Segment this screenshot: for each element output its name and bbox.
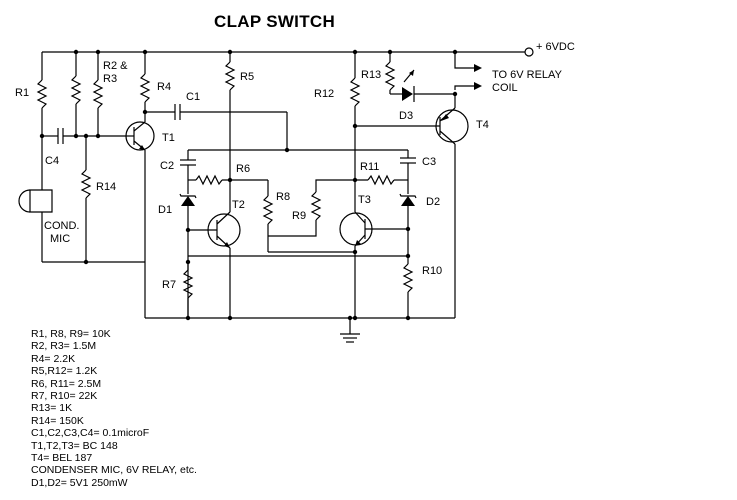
diagram-title: CLAP SWITCH [214,12,335,31]
capacitor-c1 [145,104,288,150]
label-r12: R12 [314,88,334,100]
transistor-t1 [125,121,155,151]
resistor-r14 [80,136,92,262]
zener-diode-d2 [399,180,417,250]
parts-line: R2, R3= 1.5M [31,340,97,353]
capacitor-c2 [180,150,196,180]
resistor-r5 [224,52,236,212]
supply-rail [42,47,534,57]
resistor-r13 [384,52,402,95]
mic-label-line1: COND. [44,220,79,232]
supply-label: + 6VDC [536,41,575,53]
mic-label-line2: MIC [50,233,70,245]
relay-output-wires [454,52,482,90]
parts-line: R6, R11= 2.5M [31,377,102,390]
parts-line: T4= BEL 187 [31,452,93,465]
label-t1: T1 [162,132,175,144]
ground-rail [145,317,455,343]
parts-line: R4= 2.2K [31,352,76,365]
label-c1: C1 [186,91,200,103]
resistor-r8 [262,180,355,253]
label-r4: R4 [157,81,171,93]
parts-line: R13= 1K [31,402,73,415]
label-c4: C4 [45,155,59,167]
relay-label-line2: COIL [492,82,518,94]
label-r9: R9 [292,210,306,222]
label-r13: R13 [361,69,381,81]
label-c2: C2 [160,160,174,172]
condenser-mic [18,136,53,262]
parts-line: D1,D2= 5V1 250mW [31,476,128,489]
parts-line: R7, R10= 22K [31,390,98,403]
parts-line: R14= 150K [31,414,84,427]
parts-line: CONDENSER MIC, 6V RELAY, etc. [31,464,197,477]
label-r14: R14 [96,181,116,193]
capacitor-c3 [400,150,416,180]
label-t3: T3 [358,194,371,206]
label-d2: D2 [426,196,440,208]
label-r6: R6 [236,163,250,175]
resistor-r1 [36,52,48,136]
resistor-r11 [350,174,408,186]
resistor-r3 [92,52,104,136]
transistor-t3 [339,211,408,318]
label-t2: T2 [232,199,245,211]
resistor-r10 [402,250,414,318]
label-r11: R11 [360,161,379,173]
resistor-r12 [349,52,361,212]
capacitor-c4 [54,128,126,144]
parts-line: R1, R8, R9= 10K [31,328,111,340]
label-r2-r3-line1: R2 & [103,60,128,72]
label-r5: R5 [240,71,254,83]
resistor-r2 [70,52,82,136]
relay-label-line1: TO 6V RELAY [492,69,563,81]
parts-line: T1,T2,T3= BC 148 [31,439,118,452]
label-t4: T4 [476,119,489,131]
label-r10: R10 [422,265,442,277]
label-d3: D3 [399,110,413,122]
led-d3 [402,69,455,102]
resistor-r9 [268,179,350,237]
transistor-t2 [188,211,241,318]
label-d1: D1 [158,204,172,216]
parts-list: R1, R8, R9= 10K R2, R3= 1.5M R4= 2.2K R5… [31,328,197,489]
label-r1: R1 [15,87,29,99]
label-c3: C3 [422,156,436,168]
parts-line: R5,R12= 1.2K [31,365,98,378]
label-r7: R7 [162,279,176,291]
transistor-t4 [435,94,469,318]
label-r2-r3-line2: R3 [103,73,117,85]
label-r8: R8 [276,191,290,203]
parts-line: C1,C2,C3,C4= 0.1microF [31,427,150,440]
supply-terminal [524,47,534,57]
